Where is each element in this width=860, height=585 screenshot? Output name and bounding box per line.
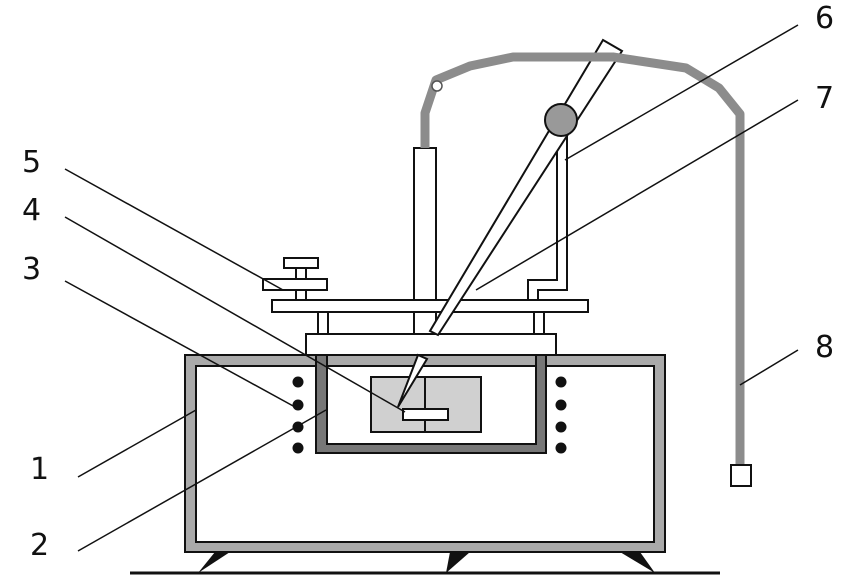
leader-lines bbox=[64, 24, 799, 552]
callout-5: 5 bbox=[22, 145, 42, 180]
callout-6: 6 bbox=[815, 1, 835, 36]
support-left bbox=[317, 311, 329, 335]
callout-3: 3 bbox=[22, 252, 42, 287]
callout-8: 8 bbox=[815, 330, 835, 365]
foot-left bbox=[198, 552, 230, 573]
foot-right bbox=[620, 552, 655, 573]
vessel-lid bbox=[305, 333, 557, 356]
hose-end bbox=[730, 464, 752, 487]
foot-middle bbox=[446, 552, 470, 573]
hose bbox=[420, 52, 745, 465]
probe-tip bbox=[397, 353, 429, 408]
leader-6 bbox=[564, 24, 799, 161]
top-plate bbox=[271, 299, 589, 313]
clamp-screw bbox=[262, 257, 328, 301]
leader-8 bbox=[739, 349, 799, 386]
leader-4 bbox=[64, 216, 406, 413]
callout-4: 4 bbox=[22, 193, 42, 228]
tube bbox=[527, 128, 568, 301]
leader-1 bbox=[77, 409, 197, 478]
support-right bbox=[533, 311, 545, 335]
callout-2: 2 bbox=[30, 528, 50, 563]
leader-7 bbox=[475, 99, 799, 291]
leader-2 bbox=[77, 409, 327, 552]
leader-3 bbox=[64, 280, 296, 408]
leader-5 bbox=[64, 168, 284, 291]
sample-slot bbox=[402, 408, 449, 421]
callout-1: 1 bbox=[30, 452, 50, 487]
pivot-knob bbox=[544, 103, 578, 137]
callout-7: 7 bbox=[815, 81, 835, 116]
probe-rod bbox=[428, 38, 624, 337]
